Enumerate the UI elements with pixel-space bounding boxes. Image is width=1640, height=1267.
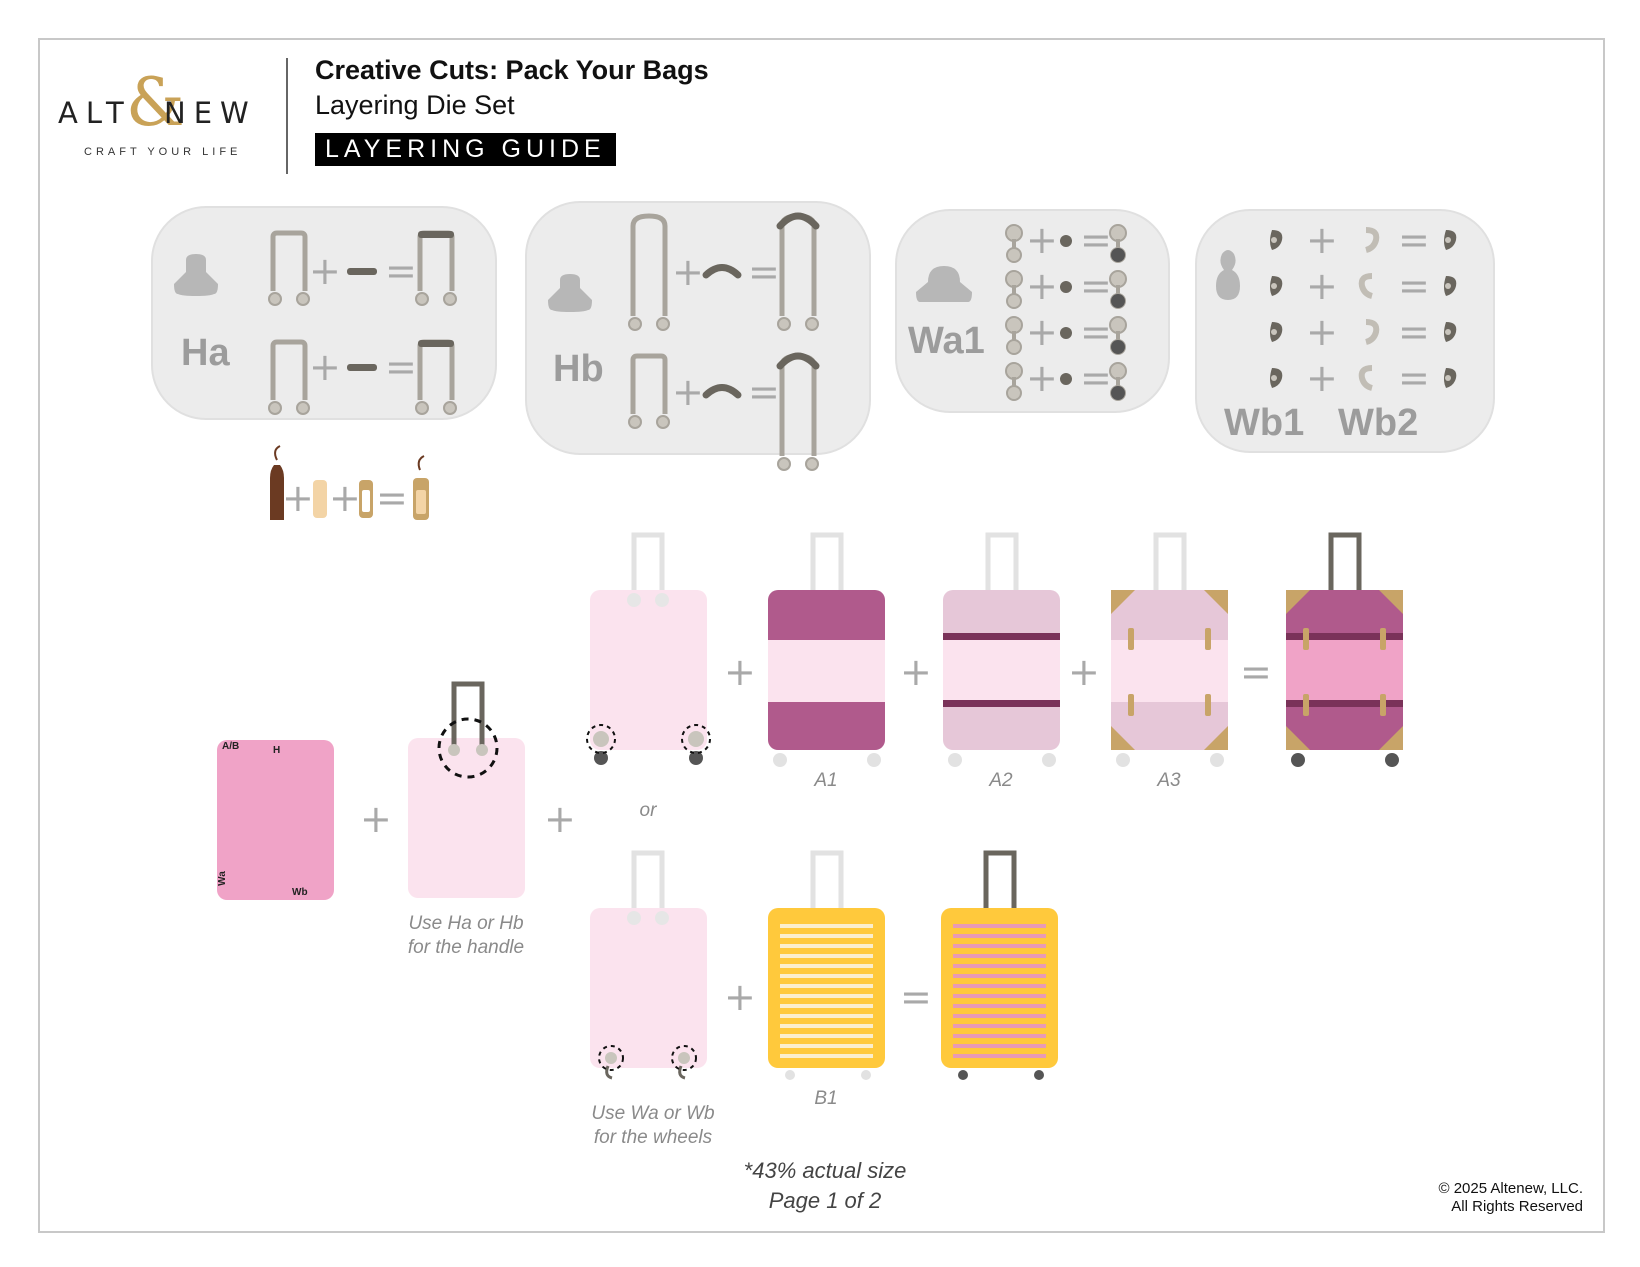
op-plus: +	[1306, 356, 1338, 400]
op-equals: =	[1398, 356, 1430, 400]
op-plus: +	[360, 797, 392, 841]
wb-silhouette-icon	[1216, 250, 1240, 300]
caption-wheels-line2: for the wheels	[593, 1127, 713, 1148]
op-plus: +	[672, 250, 704, 294]
caption-a2: A2	[989, 770, 1013, 791]
base-label-h: H	[273, 745, 281, 756]
tag-sequence	[270, 445, 429, 520]
op-equals: =	[1080, 356, 1112, 400]
label-wb1: Wb1	[1224, 402, 1305, 444]
op-plus: +	[672, 370, 704, 414]
op-plus: +	[1306, 310, 1338, 354]
wheels-card-a	[586, 532, 711, 765]
layer-b1	[768, 850, 885, 1080]
label-ha: Ha	[181, 332, 230, 374]
op-plus: +	[1026, 356, 1058, 400]
op-equals: =	[376, 476, 408, 520]
caption-handle-line1: Use Ha or Hb	[408, 913, 524, 934]
layer-a1	[768, 532, 885, 767]
op-plus: +	[329, 476, 361, 520]
op-equals: =	[385, 345, 417, 389]
base-label-wa: Wa	[216, 871, 228, 886]
caption-or: or	[639, 800, 657, 821]
wa1-silhouette-icon	[916, 266, 972, 302]
op-equals: =	[1080, 264, 1112, 308]
layer-a2	[943, 532, 1060, 767]
rights-reserved: All Rights Reserved	[1451, 1198, 1583, 1215]
op-equals: =	[1080, 310, 1112, 354]
handle-highlight-circle	[437, 717, 499, 779]
op-plus: +	[309, 345, 341, 389]
op-plus: +	[900, 650, 932, 694]
panel-wa1	[895, 209, 1170, 413]
op-plus: +	[1026, 218, 1058, 262]
label-wa1: Wa1	[908, 320, 985, 362]
logo-ampersand: &	[126, 64, 185, 141]
label-hb: Hb	[553, 348, 604, 390]
logo-text-left: ALT	[58, 96, 132, 130]
page-subtitle: Layering Die Set	[315, 90, 515, 120]
result-suitcase-b	[941, 850, 1058, 1080]
logo-text-right: NEW	[164, 96, 257, 130]
label-wb2: Wb2	[1338, 402, 1419, 444]
op-equals: =	[1080, 218, 1112, 262]
op-equals: =	[1240, 650, 1272, 694]
hb-silhouette-icon	[548, 274, 592, 312]
op-plus: +	[544, 797, 576, 841]
caption-b1: B1	[814, 1088, 838, 1109]
op-plus: +	[309, 249, 341, 293]
size-note: *43% actual size	[743, 1158, 907, 1183]
op-plus: +	[282, 476, 314, 520]
op-equals: =	[385, 249, 417, 293]
base-card	[217, 740, 334, 900]
layer-a3	[1111, 532, 1228, 767]
wheels-card-b	[590, 850, 707, 1080]
op-equals: =	[900, 975, 932, 1019]
op-equals: =	[1398, 264, 1430, 308]
op-plus: +	[1026, 310, 1058, 354]
result-suitcase-a	[1286, 532, 1403, 767]
op-plus: +	[1026, 264, 1058, 308]
header-divider	[286, 58, 288, 174]
copyright: © 2025 Altenew, LLC.	[1438, 1180, 1584, 1197]
panel-ha	[151, 206, 497, 420]
op-equals: =	[1398, 310, 1430, 354]
op-plus: +	[724, 650, 756, 694]
base-label-wb: Wb	[292, 887, 308, 898]
op-plus: +	[1306, 264, 1338, 308]
op-plus: +	[1306, 218, 1338, 262]
op-plus: +	[724, 975, 756, 1019]
layering-guide-badge: LAYERING GUIDE	[315, 133, 616, 166]
page-note: Page 1 of 2	[768, 1188, 882, 1213]
base-label-ab: A/B	[222, 741, 240, 752]
page-frame	[38, 38, 1605, 1233]
caption-a1: A1	[814, 770, 838, 791]
logo-tagline: CRAFT YOUR LIFE	[84, 146, 242, 158]
handle-card	[408, 738, 525, 898]
op-equals: =	[1398, 218, 1430, 262]
op-equals: =	[748, 370, 780, 414]
op-equals: =	[748, 250, 780, 294]
op-plus: +	[1068, 650, 1100, 694]
page-title: Creative Cuts: Pack Your Bags	[315, 55, 709, 85]
ha-silhouette-icon	[174, 254, 218, 296]
caption-handle-line2: for the handle	[407, 937, 525, 958]
caption-a3: A3	[1157, 770, 1181, 791]
caption-wheels-line1: Use Wa or Wb	[591, 1103, 715, 1124]
